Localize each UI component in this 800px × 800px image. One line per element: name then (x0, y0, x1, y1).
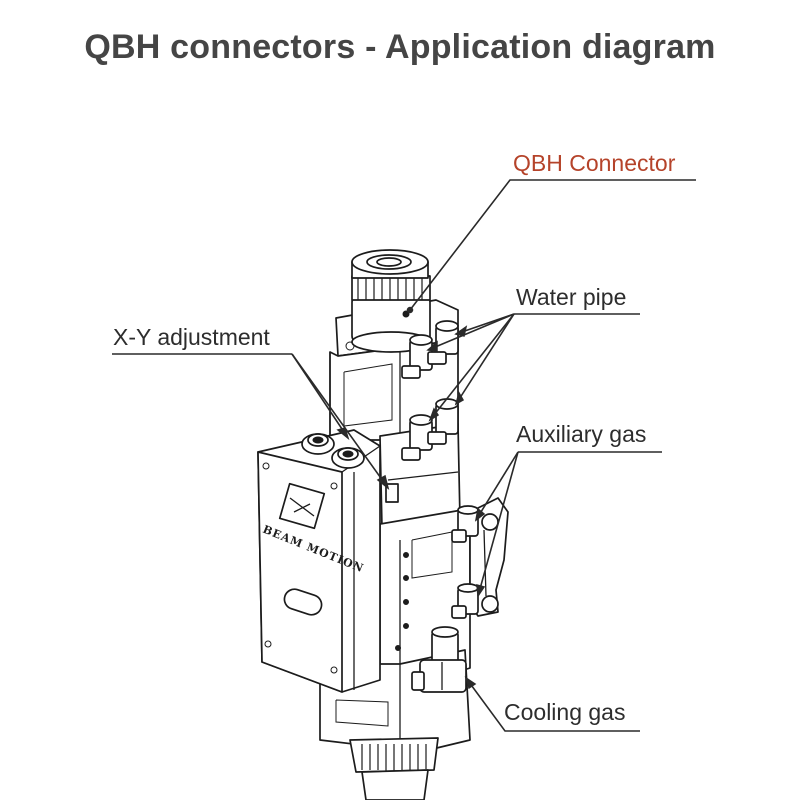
control-box-window (283, 588, 323, 616)
qbh-locking-pin (402, 310, 410, 318)
callout-xy-adjustment (112, 353, 390, 490)
cooling-gas-fitting (411, 626, 467, 693)
label-cooling-gas: Cooling gas (504, 699, 626, 725)
control-box-front (257, 451, 343, 693)
callout-cooling-gas (464, 676, 640, 732)
callout-qbh-connector (406, 179, 696, 314)
water-fitting-top (401, 320, 459, 379)
beam-logo-plate (278, 482, 326, 530)
qbh-knurl (357, 278, 423, 300)
label-xy-adjustment: X-Y adjustment (113, 324, 270, 350)
label-water-pipe: Water pipe (516, 284, 627, 310)
xy-screw (385, 483, 399, 503)
connector-top-right (331, 447, 365, 469)
nozzle-knurl (361, 744, 427, 771)
laser-cutting-head: BEAM MOTION (257, 249, 509, 800)
page-title: QBH connectors - Application diagram (84, 28, 716, 66)
connector-top-left (301, 433, 335, 455)
nozzle-tip (361, 769, 429, 800)
body-window (411, 531, 453, 579)
qbh-knurl-ring (351, 275, 431, 301)
label-auxiliary-gas: Auxiliary gas (516, 421, 647, 447)
callout-auxiliary-gas (474, 451, 662, 599)
label-qbh-connector: QBH Connector (513, 150, 676, 176)
callout-water-pipe (426, 313, 640, 422)
